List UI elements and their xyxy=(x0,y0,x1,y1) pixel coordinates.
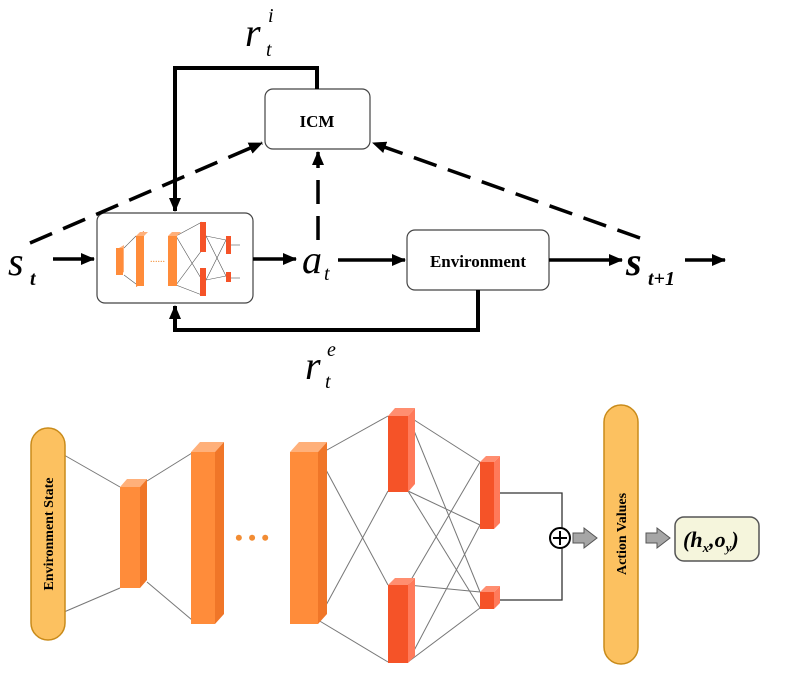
environment-state-pill xyxy=(30,427,66,641)
conv-layer-3 xyxy=(290,442,327,624)
svg-text:......: ...... xyxy=(150,254,165,265)
result-label: (hx,oy) xyxy=(683,527,739,555)
next-state-label: s xyxy=(625,239,642,284)
state-to-icm-dashed xyxy=(29,141,263,245)
environment-label: Environment xyxy=(430,252,526,271)
action-values-pill xyxy=(603,404,639,665)
extrinsic-reward-label: r xyxy=(305,343,321,388)
extrinsic-reward-sub: t xyxy=(325,371,331,393)
action-values-label: Action Values xyxy=(615,492,630,575)
mini-network: ...... xyxy=(116,221,240,296)
extrinsic-reward-line xyxy=(169,290,480,332)
state-input-label: s xyxy=(8,239,24,284)
value-stream-layer xyxy=(480,456,500,529)
layer-ellipsis: • • • xyxy=(235,525,269,550)
conv-layer-2 xyxy=(191,442,224,624)
next-state-to-icm-dashed xyxy=(372,141,641,240)
intrinsic-reward-sub: t xyxy=(266,39,272,61)
intrinsic-reward-line xyxy=(169,66,319,212)
next-state-sub: t+1 xyxy=(648,268,675,290)
arrow-to-result-icon xyxy=(645,526,671,550)
dense-layer-upper xyxy=(388,408,415,492)
state-input-sub: t xyxy=(30,268,37,290)
action-sub: t xyxy=(324,263,330,285)
arrow-to-action-values-icon xyxy=(572,526,598,550)
environment-state-label: Environment State xyxy=(42,478,57,591)
conv-layer-1 xyxy=(120,479,147,588)
action-label: a xyxy=(302,237,322,282)
dense-layer-lower xyxy=(388,578,415,663)
extrinsic-reward-sup: e xyxy=(327,339,336,361)
network-connections xyxy=(63,415,481,663)
dqn-network: Environment State • • • xyxy=(30,404,760,665)
stream-merge-lines xyxy=(500,492,563,601)
icm-label: ICM xyxy=(300,112,335,131)
intrinsic-reward-label: r xyxy=(245,10,261,55)
result-box xyxy=(674,516,760,562)
advantage-stream-layer xyxy=(480,586,500,609)
rl-loop: r i t ICM xyxy=(8,5,726,393)
intrinsic-reward-sup: i xyxy=(268,5,274,27)
